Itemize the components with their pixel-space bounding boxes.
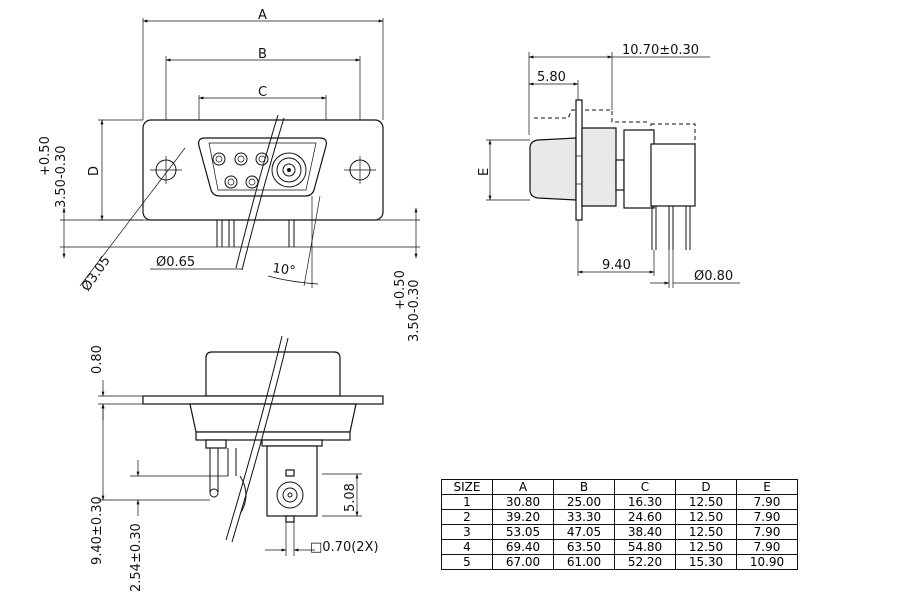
table-cell: 7.90 (736, 509, 798, 525)
table-cell: 47.05 (553, 524, 615, 540)
col-e-header: E (736, 479, 798, 495)
dim-d-label: D (87, 166, 102, 176)
table-cell: 54.80 (614, 539, 676, 555)
front-coax (271, 152, 307, 188)
table-cell: 39.20 (492, 509, 554, 525)
tol-plus-left: +0.50 (38, 136, 53, 176)
table-cell: 38.40 (614, 524, 676, 540)
table-cell: 67.00 (492, 554, 554, 570)
table-cell: 12.50 (675, 509, 737, 525)
flange-label: 5.80 (537, 70, 566, 85)
table-cell: 2 (441, 509, 493, 525)
side-view: 10.70±0.30 5.80 E 9.40 (477, 43, 740, 288)
table-cell: 3 (441, 524, 493, 540)
table-cell: 10.90 (736, 554, 798, 570)
height-label: 9.40±0.30 (90, 496, 105, 565)
table-cell: 4 (441, 539, 493, 555)
table-cell: 24.60 (614, 509, 676, 525)
table-cell: 63.50 (553, 539, 615, 555)
table-cell: 53.05 (492, 524, 554, 540)
table-cell: 5 (441, 554, 493, 570)
table-row: 3 53.05 47.05 38.40 12.50 7.90 (441, 524, 798, 540)
table-cell: 33.30 (553, 509, 615, 525)
table-row: 2 39.20 33.30 24.60 12.50 7.90 (441, 509, 798, 525)
pin-dia2-label: Ø0.80 (694, 269, 733, 284)
side-shell (529, 137, 577, 201)
table-cell: 7.90 (736, 539, 798, 555)
dim-b-label: B (258, 47, 267, 62)
table-cell: 15.30 (675, 554, 737, 570)
side-flange (575, 99, 583, 221)
tab-label: 5.08 (343, 483, 358, 512)
col-c-header: C (614, 479, 676, 495)
table-cell: 30.80 (492, 494, 554, 510)
table-row: 4 69.40 63.50 54.80 12.50 7.90 (441, 539, 798, 555)
front-pins (212, 152, 269, 189)
table-row: 5 67.00 61.00 52.20 15.30 10.90 (441, 554, 798, 570)
col-a-header: A (492, 479, 554, 495)
front-view: A B C (38, 8, 422, 342)
table-cell: 7.90 (736, 524, 798, 540)
size-table-header-row: SIZE A B C D E (441, 479, 798, 495)
bottom-coax-box (266, 445, 318, 517)
dim-a-label: A (258, 8, 267, 23)
table-cell: 12.50 (675, 524, 737, 540)
depth-label: 10.70±0.30 (622, 43, 699, 58)
table-cell: 12.50 (675, 494, 737, 510)
square-label: □0.70(2X) (310, 540, 379, 555)
dim-c-label: C (258, 85, 267, 100)
col-d-header: D (675, 479, 737, 495)
bottom-flange (142, 395, 384, 405)
hole-dia-label: Ø3.05 (79, 254, 114, 295)
table-cell: 1 (441, 494, 493, 510)
pin-dia-label: Ø0.65 (156, 255, 195, 270)
bottom-view: 0.80 9.40±0.30 2.54±0.30 5.08 □0.70(2X) (90, 335, 384, 592)
gap-label: 0.80 (90, 345, 105, 374)
table-cell: 69.40 (492, 539, 554, 555)
table-cell: 52.20 (614, 554, 676, 570)
dim-e-label: E (477, 168, 492, 176)
table-cell: 61.00 (553, 554, 615, 570)
size-table: SIZE A B C D E 1 30.80 25.00 16.30 12.50… (441, 479, 798, 570)
col-b-header: B (553, 479, 615, 495)
pin-offset-label: 9.40 (602, 258, 631, 273)
table-cell: 12.50 (675, 539, 737, 555)
tol-range-left: 3.50-0.30 (54, 145, 69, 208)
pitch-label: 2.54±0.30 (129, 523, 144, 592)
table-cell: 7.90 (736, 494, 798, 510)
side-right-block (650, 143, 696, 207)
angle-label: 10° (271, 261, 296, 279)
tol-range-right: 3.50-0.30 (407, 279, 422, 342)
col-size-header: SIZE (441, 479, 493, 495)
tol-plus-right: +0.50 (393, 270, 408, 310)
table-cell: 25.00 (553, 494, 615, 510)
table-cell: 16.30 (614, 494, 676, 510)
table-row: 1 30.80 25.00 16.30 12.50 7.90 (441, 494, 798, 510)
